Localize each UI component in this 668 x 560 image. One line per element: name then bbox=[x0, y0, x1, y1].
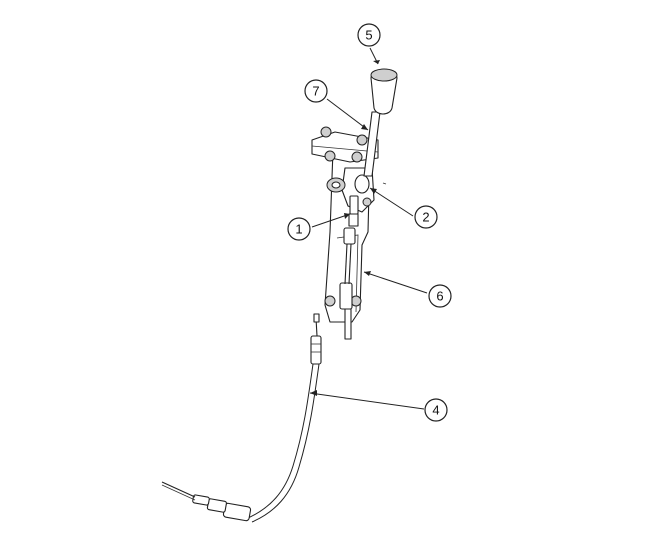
shift-cable bbox=[161, 313, 322, 523]
callout-1: 1 bbox=[287, 217, 311, 241]
lower-rod bbox=[344, 308, 352, 340]
linkage-shaft-b bbox=[348, 243, 352, 285]
top-bolt-left-rear bbox=[320, 126, 332, 138]
leader-4 bbox=[309, 392, 425, 410]
linkage-coupler bbox=[348, 213, 359, 227]
linkage-shaft-a bbox=[344, 243, 348, 285]
lower-pivot bbox=[339, 282, 353, 310]
callout-1-label: 1 bbox=[295, 222, 302, 237]
leader-6 bbox=[363, 271, 428, 294]
shift-knob bbox=[370, 68, 398, 115]
top-bolt-right-rear bbox=[356, 134, 368, 146]
callout-2: 2 bbox=[414, 205, 438, 229]
linkage-rod bbox=[343, 195, 359, 285]
callout-4-label: 4 bbox=[432, 403, 439, 418]
inner-cable bbox=[161, 481, 196, 498]
pivot-socket bbox=[354, 174, 370, 194]
leader-1 bbox=[311, 213, 351, 228]
callout-7: 7 bbox=[304, 79, 328, 103]
callout-5-label: 5 bbox=[365, 28, 372, 43]
bracket-bolt-left bbox=[324, 295, 336, 307]
linkage-upper-joint bbox=[349, 195, 359, 215]
linkage-clevis bbox=[343, 227, 356, 245]
leader-2 bbox=[369, 187, 414, 217]
cable-lower-nut bbox=[206, 498, 227, 513]
callout-6-label: 6 bbox=[436, 289, 443, 304]
cable-lower-fitting bbox=[222, 502, 252, 522]
top-plate bbox=[311, 126, 379, 163]
top-bolt-left-front bbox=[324, 150, 336, 162]
cable-upper-fitting bbox=[310, 335, 322, 365]
leader-lines bbox=[309, 47, 428, 410]
callout-2-label: 2 bbox=[422, 210, 429, 225]
callout-7-label: 7 bbox=[312, 84, 319, 99]
callout-5: 5 bbox=[357, 23, 381, 47]
cable-end-tip bbox=[313, 313, 320, 323]
leader-7 bbox=[326, 98, 369, 131]
callout-6: 6 bbox=[428, 284, 452, 308]
knob-top bbox=[370, 68, 398, 82]
top-bolt-right-front bbox=[351, 151, 363, 163]
callout-4: 4 bbox=[424, 398, 448, 422]
